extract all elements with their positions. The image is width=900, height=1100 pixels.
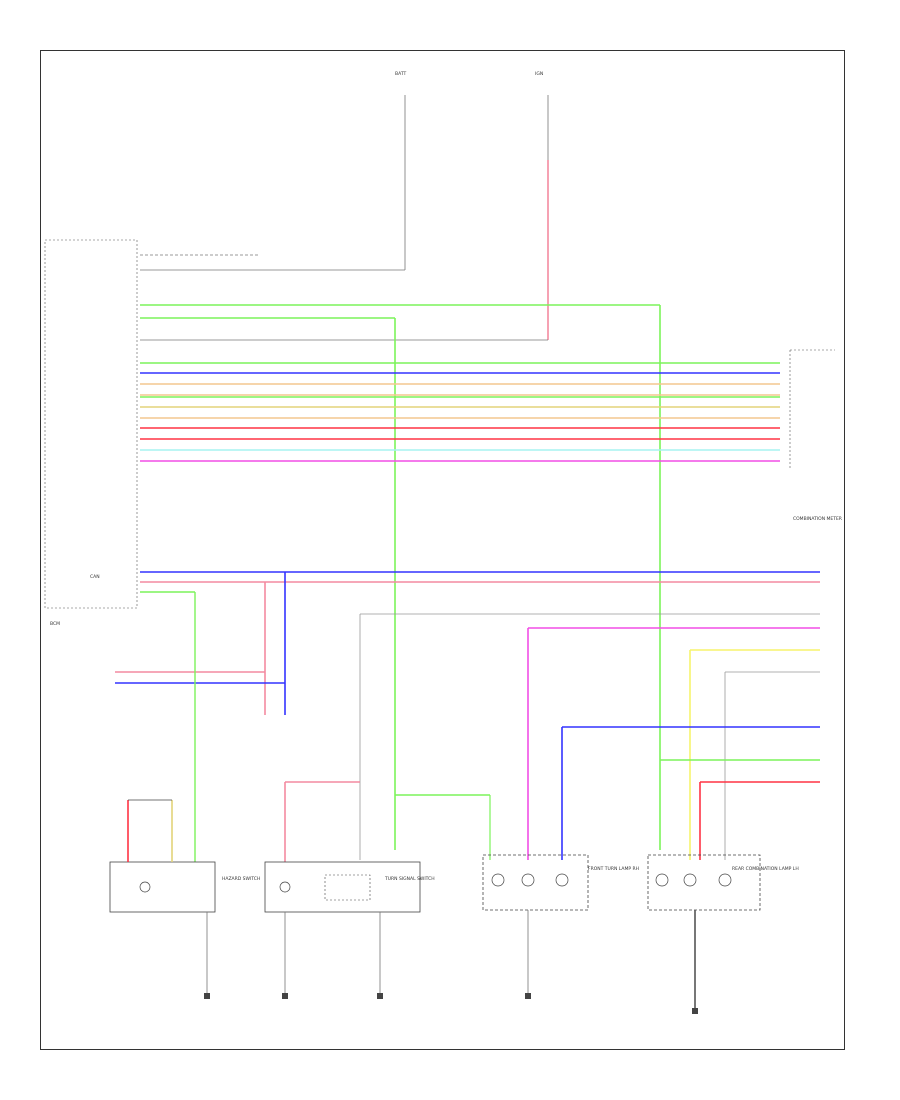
turn-switch-label: TURN SIGNAL SWITCH xyxy=(384,876,435,882)
front-lamp-bulb-2-icon xyxy=(521,873,535,887)
hazard-switch-lamp-icon xyxy=(139,881,151,893)
hazard-switch-box xyxy=(109,861,216,913)
rear-lamp-box xyxy=(647,854,761,911)
power-top-right: IGN xyxy=(535,71,543,77)
front-lamp-bulb-3-icon xyxy=(555,873,569,887)
rear-lamp-bulb-2-icon xyxy=(683,873,697,887)
turn-switch-box xyxy=(264,861,421,913)
rear-lamp-bulb-3-icon xyxy=(718,873,732,887)
rear-lamp-label: REAR COMBINATION LAMP LH xyxy=(732,866,799,872)
diagram-frame xyxy=(40,50,845,1050)
hazard-switch-label: HAZARD SWITCH xyxy=(222,876,260,882)
ground-2-icon xyxy=(282,993,288,999)
rear-lamp-bulb-1-icon xyxy=(655,873,669,887)
power-top-left: BATT xyxy=(395,71,406,77)
ground-4-icon xyxy=(525,993,531,999)
front-lamp-bulb-1-icon xyxy=(491,873,505,887)
bcm-module-outline xyxy=(44,239,138,609)
ground-5-icon xyxy=(692,1008,698,1014)
turn-switch-inner xyxy=(324,874,371,901)
front-turn-lamp-box xyxy=(482,854,589,911)
front-turn-lamp-label: FRONT TURN LAMP RH xyxy=(588,866,639,872)
ground-1-icon xyxy=(204,993,210,999)
module-right-label: COMBINATION METER xyxy=(793,516,842,522)
turn-switch-lamp-icon xyxy=(279,881,291,893)
can-label: CAN xyxy=(90,574,100,580)
module-left-label: BCM xyxy=(50,621,60,627)
ground-3-icon xyxy=(377,993,383,999)
